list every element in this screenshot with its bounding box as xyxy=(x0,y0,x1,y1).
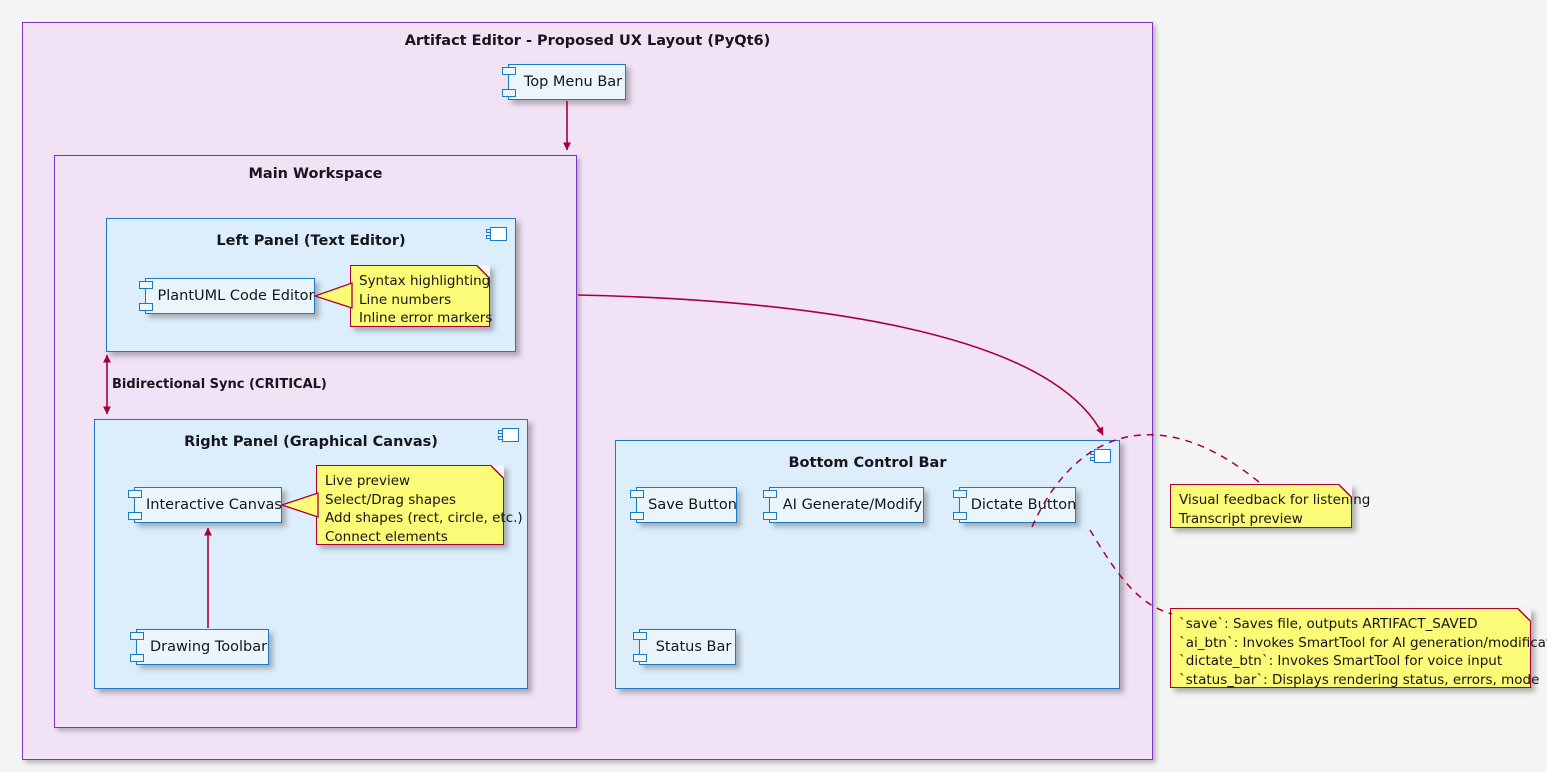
component-dictate-button[interactable]: Dictate Button xyxy=(953,487,1077,523)
note-line: `save`: Saves file, outputs ARTIFACT_SAV… xyxy=(1179,616,1478,632)
note-fold-corner xyxy=(477,265,490,278)
component-save-button[interactable]: Save Button xyxy=(630,487,737,523)
component-ai-generate-modify-button[interactable]: AI Generate/Modify xyxy=(763,487,924,523)
note-editor-features: Syntax highlighting Line numbers Inline … xyxy=(350,265,493,327)
component-label: Interactive Canvas xyxy=(146,497,282,513)
component-top-menu-bar[interactable]: Top Menu Bar xyxy=(502,64,626,100)
panel-title: Left Panel (Text Editor) xyxy=(216,233,406,249)
note-line: `dictate_btn`: Invokes SmartTool for voi… xyxy=(1179,653,1503,669)
note-line: Add shapes (rect, circle, etc.) xyxy=(325,510,523,526)
note-canvas-features: Live preview Select/Drag shapes Add shap… xyxy=(316,465,523,545)
note-fold-corner xyxy=(491,465,504,478)
note-line: Live preview xyxy=(325,473,411,489)
component-label: Save Button xyxy=(648,497,737,513)
component-stereotype-icon xyxy=(498,428,519,442)
component-tabs-icon xyxy=(630,490,644,520)
note-line: Inline error markers xyxy=(359,310,493,326)
note-line: Line numbers xyxy=(359,291,452,308)
component-interactive-canvas[interactable]: Interactive Canvas xyxy=(128,487,282,523)
panel-title: Right Panel (Graphical Canvas) xyxy=(184,434,438,450)
note-line: Connect elements xyxy=(325,528,448,545)
component-status-bar[interactable]: Status Bar xyxy=(633,629,736,665)
component-tabs-icon xyxy=(763,490,777,520)
workspace-title: Main Workspace xyxy=(248,166,383,182)
component-label: AI Generate/Modify xyxy=(782,497,923,513)
component-tabs-icon xyxy=(128,490,142,520)
component-label: Status Bar xyxy=(655,639,732,655)
component-drawing-toolbar[interactable]: Drawing Toolbar xyxy=(130,629,269,665)
edge-label-bidirectional-sync: Bidirectional Sync (CRITICAL) xyxy=(112,377,327,392)
component-label: Drawing Toolbar xyxy=(149,639,268,655)
component-tabs-icon xyxy=(953,490,967,520)
component-tabs-icon xyxy=(139,281,153,311)
note-line: `ai_btn`: Invokes SmartTool for AI gener… xyxy=(1179,634,1547,651)
component-label: Top Menu Bar xyxy=(523,74,623,90)
note-line: Visual feedback for listening xyxy=(1179,492,1371,508)
component-label: PlantUML Code Editor xyxy=(157,288,315,304)
component-label: Dictate Button xyxy=(970,497,1077,513)
note-line: `status_bar`: Displays rendering status,… xyxy=(1179,671,1540,688)
note-fold-corner xyxy=(1339,484,1352,497)
diagram-title: Artifact Editor - Proposed UX Layout (Py… xyxy=(404,33,771,49)
component-tabs-icon xyxy=(502,67,516,97)
component-stereotype-icon xyxy=(486,227,507,241)
panel-title: Bottom Control Bar xyxy=(788,455,947,471)
component-tabs-icon xyxy=(130,632,144,662)
component-plantuml-code-editor[interactable]: PlantUML Code Editor xyxy=(139,278,315,314)
note-line: Select/Drag shapes xyxy=(325,491,457,508)
note-line: Syntax highlighting xyxy=(359,273,491,289)
component-tabs-icon xyxy=(633,632,647,662)
note-line: Transcript preview xyxy=(1179,510,1303,527)
note-dictate-feedback: Visual feedback for listening Transcript… xyxy=(1170,484,1371,528)
note-fold-corner xyxy=(1518,608,1531,621)
note-control-behaviours: `save`: Saves file, outputs ARTIFACT_SAV… xyxy=(1170,608,1547,688)
